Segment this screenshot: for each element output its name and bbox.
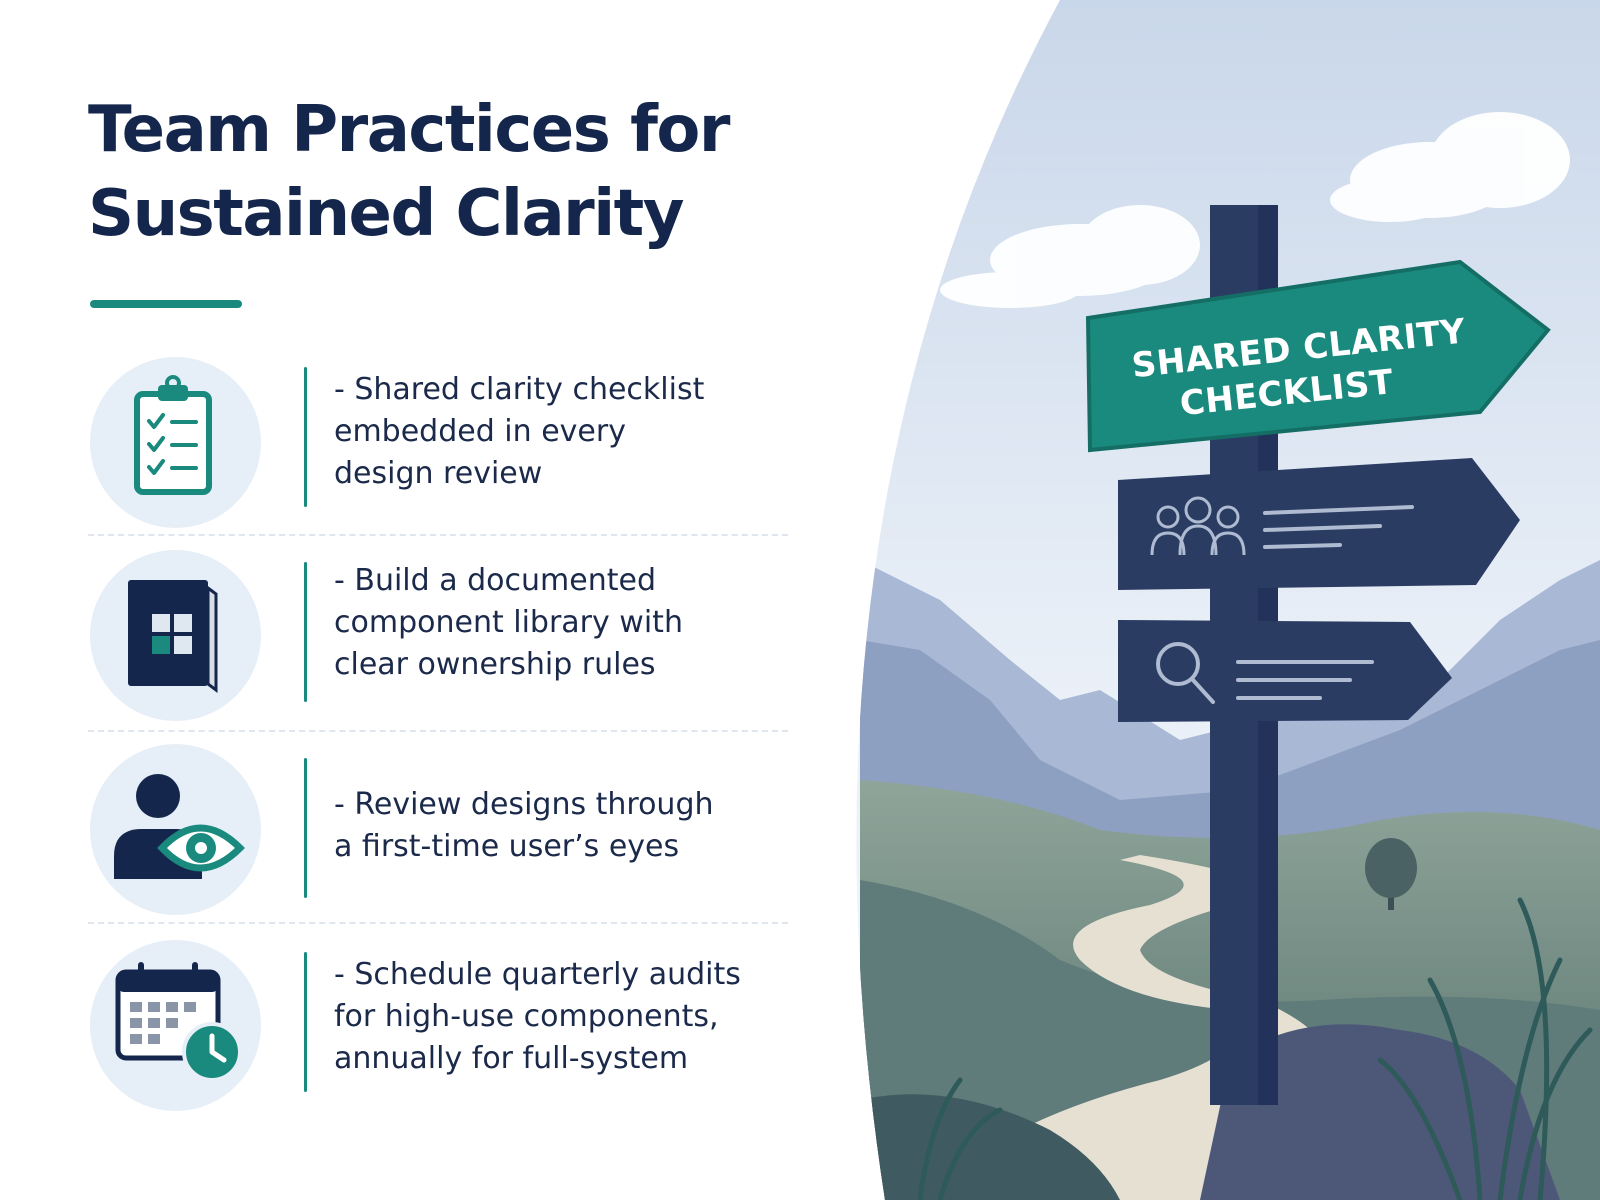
practice-text: - Shared clarity checklist embedded in e… xyxy=(334,372,705,491)
clipboard-checklist-icon xyxy=(134,375,212,495)
practice-item-audits: - Schedule quarterly audits for high-use… xyxy=(0,928,800,1123)
magnifier-icon xyxy=(1156,642,1215,704)
title-underline xyxy=(90,300,242,308)
title-line-2: Sustained Clarity xyxy=(88,177,684,251)
practice-text: - Review designs through a first-time us… xyxy=(334,787,714,864)
user-eye-icon xyxy=(114,774,245,879)
calendar-clock-icon xyxy=(115,962,242,1082)
icon-circle xyxy=(90,744,261,915)
sign-search xyxy=(1118,620,1452,722)
divider-bar xyxy=(304,952,307,1092)
dashed-separator xyxy=(88,922,788,924)
cloud xyxy=(940,112,1570,308)
dashed-separator xyxy=(88,534,788,536)
divider-bar xyxy=(304,367,307,507)
rocks xyxy=(1200,1024,1560,1200)
signpost: SHARED CLARITY CHECKLIST xyxy=(1085,205,1551,1105)
sign-team xyxy=(1118,458,1520,590)
team-people-icon xyxy=(1150,496,1246,556)
practice-item-checklist: - Shared clarity checklist embedded in e… xyxy=(0,345,800,540)
icon-circle xyxy=(90,940,261,1111)
icon-circle xyxy=(90,550,261,721)
grass xyxy=(917,897,1593,1200)
icon-circle xyxy=(90,357,261,528)
practice-text: - Schedule quarterly audits for high-use… xyxy=(334,957,741,1076)
practice-text: - Build a documented component library w… xyxy=(334,563,683,682)
page-title: Team Practices for Sustained Clarity xyxy=(88,88,730,256)
dashed-separator xyxy=(88,730,788,732)
small-tree xyxy=(1365,838,1417,910)
component-book-icon xyxy=(128,580,218,693)
divider-bar xyxy=(304,562,307,702)
sign-shared-clarity-checklist: SHARED CLARITY CHECKLIST xyxy=(1085,259,1551,453)
practice-item-component-library: - Build a documented component library w… xyxy=(0,538,800,733)
divider-bar xyxy=(304,758,307,898)
practice-item-first-time-user: - Review designs through a first-time us… xyxy=(0,732,800,927)
title-line-1: Team Practices for xyxy=(88,93,730,167)
